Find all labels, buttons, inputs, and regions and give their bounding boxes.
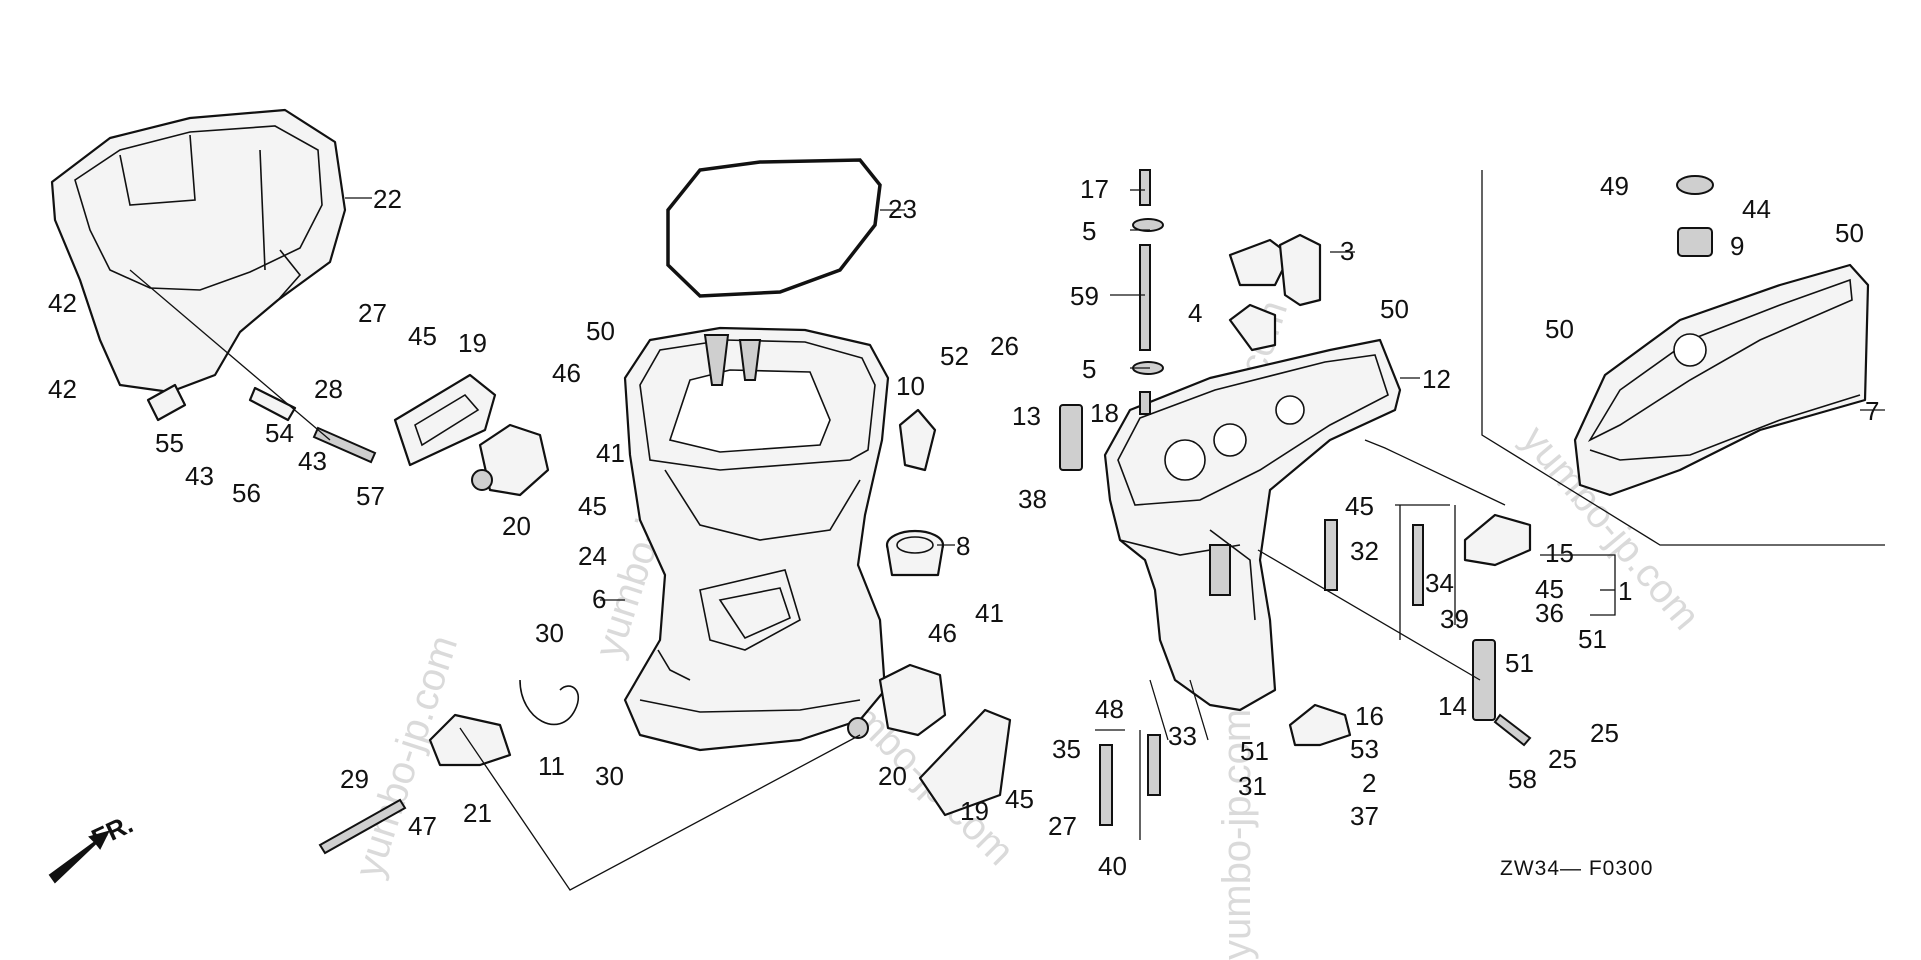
callout-22: 22 <box>373 184 402 214</box>
callout-50: 50 <box>586 316 615 346</box>
callout-46: 46 <box>928 618 957 648</box>
callout-4: 4 <box>1188 298 1202 328</box>
callout-1: 1 <box>1618 576 1632 606</box>
part-12-lower-case <box>1103 338 1402 712</box>
callout-43: 43 <box>185 461 214 491</box>
callout-35: 35 <box>1052 734 1081 764</box>
callout-26: 26 <box>990 331 1019 361</box>
callout-21: 21 <box>463 798 492 828</box>
small-parts <box>146 169 1714 855</box>
callout-33: 33 <box>1168 721 1197 751</box>
diagram-code: ZW34— F0300 <box>1500 857 1653 880</box>
callout-11: 11 <box>538 751 565 781</box>
part-7-oil-pan <box>1573 263 1870 497</box>
callout-42: 42 <box>48 374 77 404</box>
callout-6: 6 <box>592 584 606 614</box>
callout-50: 50 <box>1835 218 1864 248</box>
callout-41: 41 <box>975 598 1004 628</box>
callout-45: 45 <box>1005 784 1034 814</box>
callout-28: 28 <box>314 374 343 404</box>
callout-30: 30 <box>535 618 564 648</box>
callout-25: 25 <box>1548 744 1577 774</box>
callout-30: 30 <box>595 761 624 791</box>
callout-43: 43 <box>298 446 327 476</box>
callout-58: 58 <box>1508 764 1537 794</box>
callout-34: 34 <box>1425 568 1454 598</box>
callout-51: 51 <box>1505 648 1534 678</box>
callout-13: 13 <box>1012 401 1041 431</box>
callout-15: 15 <box>1545 538 1574 568</box>
callout-49: 49 <box>1600 171 1629 201</box>
callout-45: 45 <box>1535 574 1564 604</box>
part-22-lower-cover <box>50 108 347 394</box>
watermark-text: yumbo-jp.com <box>1215 709 1259 960</box>
callout-51: 51 <box>1578 624 1607 654</box>
callout-52: 52 <box>940 341 969 371</box>
callout-labels: 22 23 42 42 27 45 19 28 55 54 43 43 56 5… <box>48 171 1879 881</box>
frame-line <box>1481 170 1885 546</box>
callout-9: 9 <box>1730 231 1744 261</box>
callout-39: 39 <box>1440 604 1469 634</box>
callout-53: 53 <box>1350 734 1379 764</box>
part-23-seal-ring <box>666 158 882 298</box>
callout-18: 18 <box>1090 398 1119 428</box>
callout-51: 51 <box>1240 736 1269 766</box>
callout-40: 40 <box>1098 851 1127 881</box>
callout-27: 27 <box>1048 811 1077 841</box>
callout-56: 56 <box>232 478 261 508</box>
callout-32: 32 <box>1350 536 1379 566</box>
callout-37: 37 <box>1350 801 1379 831</box>
callout-25: 25 <box>1590 718 1619 748</box>
callout-54: 54 <box>265 418 294 448</box>
callout-23: 23 <box>888 194 917 224</box>
callout-14: 14 <box>1438 691 1467 721</box>
callout-55: 55 <box>155 428 184 458</box>
callout-31: 31 <box>1238 771 1267 801</box>
callout-20: 20 <box>878 761 907 791</box>
callout-5: 5 <box>1082 216 1096 246</box>
callout-50: 50 <box>1545 314 1574 344</box>
callout-17: 17 <box>1080 174 1109 204</box>
callout-42: 42 <box>48 288 77 318</box>
callout-57: 57 <box>356 481 385 511</box>
callout-7: 7 <box>1865 396 1879 426</box>
callout-45: 45 <box>578 491 607 521</box>
callout-3: 3 <box>1340 236 1354 266</box>
callout-36: 36 <box>1535 598 1564 628</box>
callout-38: 38 <box>1018 484 1047 514</box>
callout-46: 46 <box>552 358 581 388</box>
callout-16: 16 <box>1355 701 1384 731</box>
callout-44: 44 <box>1742 194 1771 224</box>
callout-19: 19 <box>458 328 487 358</box>
callout-45: 45 <box>1345 491 1374 521</box>
callout-12: 12 <box>1422 364 1451 394</box>
callout-19: 19 <box>960 796 989 826</box>
callout-48: 48 <box>1095 694 1124 724</box>
part-6-extension-case <box>623 326 890 752</box>
callout-2: 2 <box>1362 768 1376 798</box>
front-direction-arrow: FR. <box>48 809 138 884</box>
callout-20: 20 <box>502 511 531 541</box>
direction-label: FR. <box>87 809 138 854</box>
callout-45: 45 <box>408 321 437 351</box>
callout-47: 47 <box>408 811 437 841</box>
callout-10: 10 <box>896 371 925 401</box>
callout-8: 8 <box>956 531 970 561</box>
callout-24: 24 <box>578 541 607 571</box>
callout-50: 50 <box>1380 294 1409 324</box>
callout-59: 59 <box>1070 281 1099 311</box>
callout-41: 41 <box>596 438 625 468</box>
callout-29: 29 <box>340 764 369 794</box>
callout-27: 27 <box>358 298 387 328</box>
callout-5: 5 <box>1082 354 1096 384</box>
leader-lines <box>129 189 1885 891</box>
